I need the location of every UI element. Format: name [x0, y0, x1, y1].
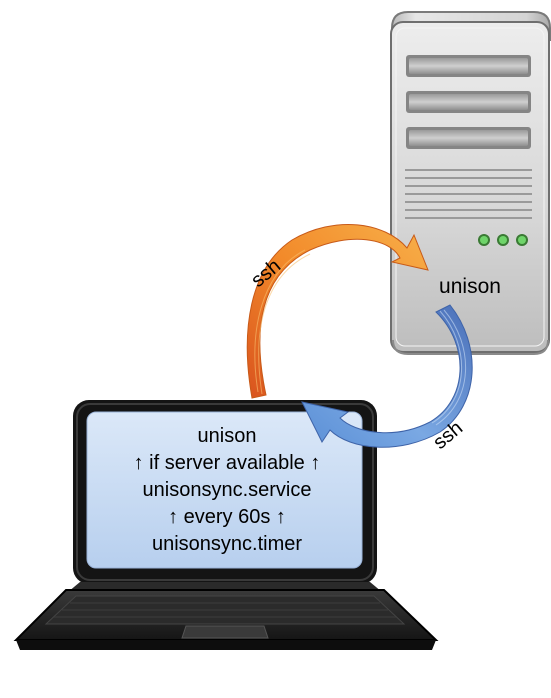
laptop-icon [13, 400, 439, 650]
server-icon [390, 11, 551, 355]
screen-line-unison: unison [198, 425, 257, 447]
arrow-to-laptop [301, 304, 473, 448]
drive-bay [406, 55, 531, 77]
screen-line-unisonsync-timer: unisonsync.timer [152, 533, 302, 555]
laptop-screen [86, 411, 363, 569]
vent-grille [405, 169, 532, 219]
drive-bay [406, 127, 531, 149]
drive-bay [406, 91, 531, 113]
server-label: unison [439, 275, 501, 298]
laptop-screen-text: unison ↑ if server available ↑ unisonsyn… [134, 425, 321, 555]
screen-line-unisonsync-service: unisonsync.service [143, 479, 312, 501]
arrow-to-server [246, 223, 429, 399]
screen-line-every-60s: ↑ every 60s ↑ [168, 506, 286, 528]
led-indicator [478, 234, 528, 246]
screen-line-if-server-available: ↑ if server available ↑ [134, 452, 321, 474]
